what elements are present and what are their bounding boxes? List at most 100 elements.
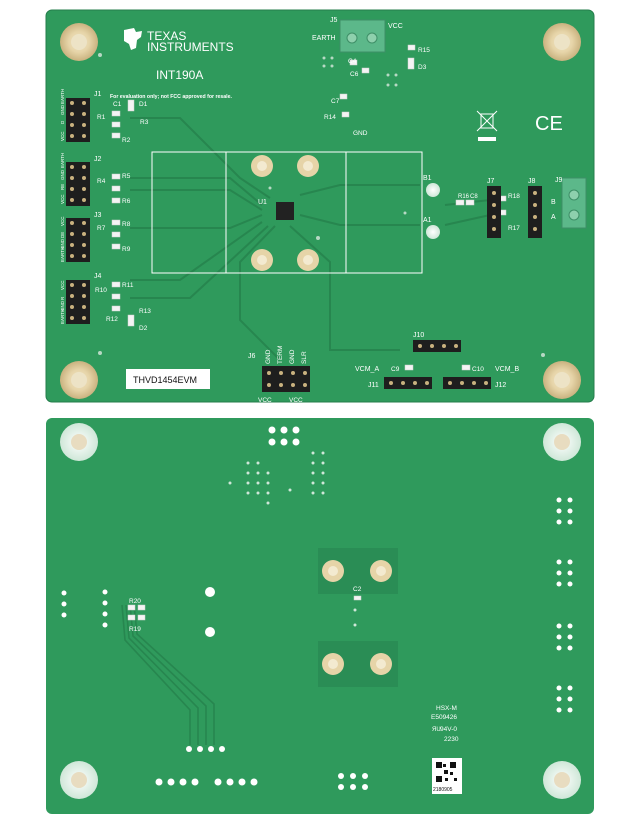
a1-label: A1 [423, 217, 432, 224]
j4-pin-gnd: GND [60, 300, 65, 311]
vias [228, 451, 357, 627]
through-holes [61, 426, 368, 790]
j3-label: J3 [94, 212, 102, 219]
c7-label: C7 [331, 98, 340, 105]
d2-label: D2 [139, 325, 148, 332]
c6-label: C6 [350, 71, 359, 78]
qr-id: 2180905 [433, 787, 453, 793]
j11-header [384, 377, 432, 389]
ce-mark: CE [535, 113, 563, 135]
r6-label: R6 [122, 198, 131, 205]
j6-pin-slr: SLR [301, 351, 308, 364]
mounting-hole [543, 761, 581, 799]
j1-label: J1 [94, 91, 102, 98]
board-id: INT190A [156, 68, 203, 82]
j4-pin-vcc: VCC [60, 280, 65, 290]
smd-components [111, 44, 507, 371]
c4-label: C4 [348, 58, 357, 65]
b1-label: B1 [423, 175, 432, 182]
j1-pin-earth: EARTH [60, 89, 65, 104]
j5-label: J5 [330, 17, 338, 24]
bottom-board: R20 R19 C2 HSX-M E509426 94V-0 2230 ЯU 2… [46, 418, 594, 814]
mounting-hole [543, 361, 581, 399]
brand-line1: TEXAS [147, 29, 186, 43]
test-point-pad [297, 249, 319, 271]
evm-label-box [126, 369, 210, 389]
vcm-b-label: VCM_B [495, 366, 519, 373]
test-point-pad [322, 560, 344, 582]
b1-testpoint [426, 183, 440, 197]
j12-label: J12 [495, 382, 506, 389]
r14-label: R14 [324, 114, 336, 121]
j2-header [66, 162, 90, 206]
vcm-a-label: VCM_A [355, 366, 379, 373]
right-header-holes [556, 497, 573, 713]
mounting-hole [543, 23, 581, 61]
j9-label: J9 [555, 177, 563, 184]
j3-pin-gnd: GND [60, 238, 65, 249]
j10-header [413, 340, 461, 352]
top-board: TEXAS INSTRUMENTS INT190A For evaluation… [45, 9, 595, 404]
smd-components [127, 595, 362, 621]
test-point-pad [251, 155, 273, 177]
r13-label: R13 [139, 308, 151, 315]
fab-line3: 94V-0 [440, 726, 457, 733]
j6-pin-gnd1: GND [265, 349, 272, 364]
board-area-outline [151, 151, 423, 274]
j10-label: J10 [413, 332, 424, 339]
fab-line2: E509426 [431, 714, 457, 721]
j6-header [262, 366, 310, 392]
r4-label: R4 [97, 178, 106, 185]
j5-earth-label: EARTH [312, 35, 336, 42]
ti-logo-icon [124, 28, 142, 50]
r11-label: R11 [122, 282, 134, 289]
r5-label: R5 [122, 173, 131, 180]
j3-pin-vcc: VCC [60, 216, 65, 226]
r12-label: R12 [106, 316, 118, 323]
j8-label: J8 [528, 178, 536, 185]
j4-pin-r: R [60, 296, 65, 300]
r10-label: R10 [95, 287, 107, 294]
j1-pin-gnd: GND [60, 104, 65, 115]
mounting-hole [60, 361, 98, 399]
brand-line2: INSTRUMENTS [147, 40, 234, 54]
j7-header [487, 186, 501, 238]
mounting-hole [60, 761, 98, 799]
j1-pin-d: D [60, 120, 65, 124]
r2-label: R2 [122, 137, 131, 144]
j3-header [66, 218, 90, 262]
test-point-pad [322, 653, 344, 675]
j2-pin-earth: EARTH [60, 153, 65, 168]
j2-pin-vcc: VCC [60, 194, 65, 204]
qr-code-icon [436, 762, 457, 782]
ul-recognized-icon: ЯU [432, 727, 441, 733]
mounting-hole [60, 423, 98, 461]
d3-label: D3 [418, 64, 427, 71]
c10-label: C10 [472, 366, 484, 373]
pcb-traces [130, 117, 491, 361]
j6-pin-term: TERM [277, 346, 284, 364]
c8-label: C8 [470, 194, 478, 200]
weee-bin-icon [476, 110, 498, 141]
pcb-traces [121, 604, 215, 745]
a1-testpoint [426, 225, 440, 239]
test-point-pad [297, 155, 319, 177]
j9-pin-b: B [551, 199, 556, 206]
left-header-holes [102, 589, 108, 628]
mounting-hole [60, 23, 98, 61]
j6-vcc-right: VCC [289, 397, 303, 404]
j6-label: J6 [248, 353, 256, 360]
j6-vcc-left: VCC [258, 397, 272, 404]
j3-pin-de: DE [60, 232, 65, 238]
evm-label: THVD1454EVM [133, 375, 197, 385]
j2-pin-re: RE [60, 184, 65, 190]
r3-label: R3 [140, 119, 149, 126]
r1-label: R1 [97, 114, 106, 121]
j4-label: J4 [94, 273, 102, 280]
u1-label: U1 [258, 199, 267, 206]
j1-pin-vcc: VCC [60, 131, 65, 141]
fcc-note: For evaluation only; not FCC approved fo… [110, 94, 232, 100]
j1-header [66, 98, 90, 142]
j11-label: J11 [368, 382, 379, 389]
j7-label: J7 [487, 178, 495, 185]
